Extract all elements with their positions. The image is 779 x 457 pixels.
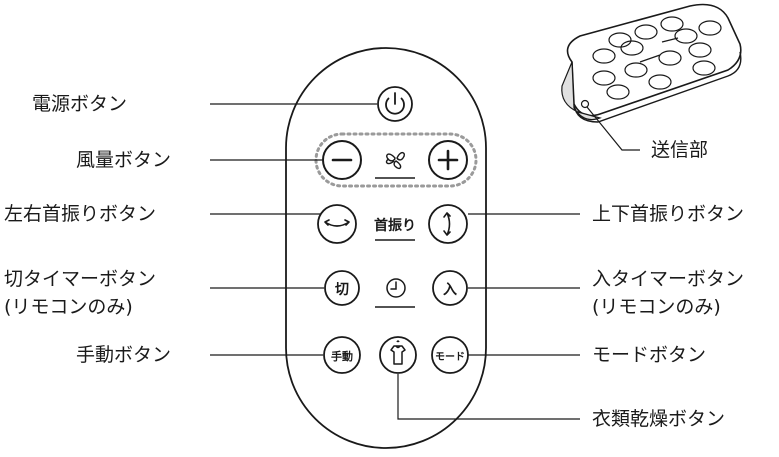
label-transmitter: 送信部	[651, 139, 709, 161]
off-timer-text: 切	[335, 282, 349, 298]
swing-lr-button[interactable]	[317, 204, 357, 244]
leader-lines	[210, 103, 640, 420]
shirt-icon	[390, 340, 406, 365]
label-manual: 手動ボタン	[76, 344, 172, 366]
fan-plus-button[interactable]	[428, 140, 468, 180]
swing-ud-button[interactable]	[428, 204, 468, 244]
clothes-dry-button[interactable]	[379, 336, 417, 374]
label-off-timer-note: (リモコンのみ)	[4, 296, 133, 318]
mode-button[interactable]: モード	[431, 336, 469, 374]
manual-text: 手動	[331, 349, 353, 363]
on-timer-text: 入	[443, 282, 457, 298]
label-swing-lr: 左右首振りボタン	[4, 203, 157, 225]
off-timer-button[interactable]: 切	[324, 270, 360, 306]
label-mode: モードボタン	[592, 344, 707, 366]
label-on-timer-note: (リモコンのみ)	[592, 296, 721, 318]
mode-text: モード	[435, 351, 465, 363]
label-off-timer: 切タイマーボタン	[4, 268, 157, 290]
power-button[interactable]	[377, 86, 413, 122]
label-clothes-dry: 衣類乾燥ボタン	[592, 408, 726, 430]
swing-text: 首振り	[374, 217, 416, 234]
remote-thumbnail	[561, 3, 742, 123]
manual-button[interactable]: 手動	[323, 336, 361, 374]
power-icon	[385, 97, 405, 115]
fan-icon	[385, 152, 406, 170]
label-power: 電源ボタン	[32, 93, 128, 115]
on-timer-button[interactable]: 入	[432, 270, 468, 306]
label-on-timer: 入タイマーボタン	[592, 268, 745, 290]
label-fan-speed: 風量ボタン	[76, 149, 172, 171]
clock-icon	[386, 278, 406, 298]
transmitter-dot	[580, 99, 590, 109]
label-swing-ud: 上下首振りボタン	[592, 203, 745, 225]
fan-minus-button[interactable]	[322, 140, 362, 180]
